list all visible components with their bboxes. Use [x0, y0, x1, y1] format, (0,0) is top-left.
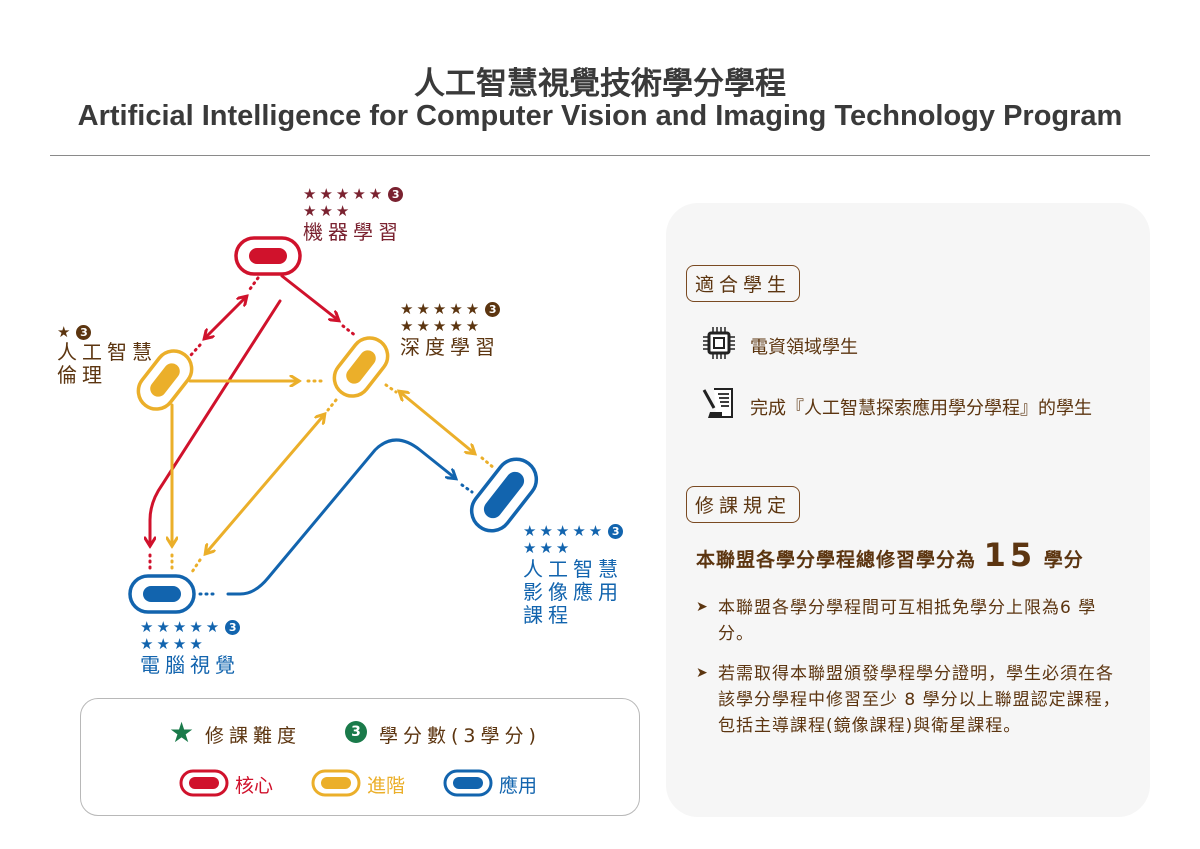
total-credits: 本聯盟各學分學程總修習學分為 15 學分 — [696, 536, 1084, 574]
node-deep-learning — [332, 336, 390, 398]
legend-applied-label: 應用 — [499, 775, 538, 797]
legend: ★ 修課難度 3 學分數(3學分) 核心 進階 應用 — [80, 698, 640, 816]
course-label-cv: ★★★★★3 ★★★★ 電腦視覺 — [140, 618, 241, 677]
arrow-ml-to-dl — [280, 274, 338, 320]
course-name: 倫理 — [57, 363, 107, 388]
difficulty-stars: ★★★★★ — [523, 522, 606, 540]
total-credits-number: 15 — [983, 536, 1037, 574]
course-name: 影像應用 — [523, 579, 623, 604]
course-label-ethics: ★3 人工智慧 倫理 — [57, 323, 157, 388]
difficulty-stars: ★★★★★ — [303, 185, 386, 203]
total-credits-prefix: 本聯盟各學分學程總修習學分為 — [696, 549, 977, 571]
document-pen-icon — [702, 388, 733, 418]
node-ai-imaging — [469, 457, 539, 533]
arrow-ml-ethics — [205, 297, 246, 338]
page-subtitle: Artificial Intelligence for Computer Vis… — [77, 100, 1123, 132]
applied-capsule-icon — [443, 769, 493, 797]
dots — [460, 483, 474, 494]
core-capsule-icon — [179, 769, 229, 797]
credit-badge-icon: 3 — [345, 721, 367, 743]
rules-heading: 修課規定 — [686, 486, 801, 523]
info-panel: 適合學生 電資領域學生 完成『人工智慧探索應用學分學程』的學生 修課規定 本聯盟… — [666, 203, 1150, 817]
course-map — [128, 236, 539, 614]
total-credits-suffix: 學分 — [1043, 549, 1084, 571]
course-label-dl: ★★★★★3 ★★★★★ 深度學習 — [400, 300, 501, 359]
dots — [341, 324, 358, 338]
credit-badge: 3 — [76, 325, 92, 340]
dots — [384, 383, 496, 470]
course-name: 課程 — [523, 602, 573, 627]
difficulty-stars: ★★★★★ — [400, 317, 483, 336]
arrow-dl-cv — [206, 415, 324, 553]
course-name: 機器學習 — [303, 219, 403, 244]
course-label-ml: ★★★★★3 ★★★ 機器學習 — [303, 185, 404, 244]
difficulty-stars: ★★★★★ — [400, 300, 483, 318]
credit-badge: 3 — [225, 620, 241, 635]
credit-badge: 3 — [485, 302, 501, 317]
difficulty-stars: ★★★ — [303, 202, 353, 221]
page-title: 人工智慧視覺技術學分學程 — [414, 66, 786, 102]
bullet-arrow-icon: ➤ — [696, 665, 708, 681]
divider — [50, 155, 1150, 156]
rule-bullet: 若需取得本聯盟頒發學程學分證明，學生必須在各該學分學程中修習至少 8 學分以上聯… — [718, 664, 1121, 736]
legend-credit-label: 學分數(3學分) — [379, 725, 541, 747]
legend-advanced-label: 進階 — [367, 775, 406, 797]
difficulty-stars: ★ — [57, 323, 74, 341]
rule-bullet: 本聯盟各學分學程間可互相抵免學分上限為6 學分。 — [718, 598, 1097, 644]
node-ai-ethics — [136, 349, 194, 411]
credit-badge: 3 — [608, 524, 624, 539]
advanced-capsule-icon — [311, 769, 361, 797]
node-machine-learning — [234, 236, 302, 276]
arrow-cv-to-aiimg — [226, 438, 455, 596]
dots — [189, 276, 260, 357]
course-name: 人工智慧 — [57, 340, 157, 365]
node-computer-vision — [128, 574, 196, 614]
course-name: 電腦視覺 — [140, 652, 240, 677]
chip-icon — [703, 327, 735, 359]
legend-difficulty-label: 修課難度 — [205, 725, 302, 747]
eligible-item: 完成『人工智慧探索應用學分學程』的學生 — [750, 398, 1092, 419]
credit-badge: 3 — [388, 187, 404, 202]
dots — [190, 398, 338, 574]
legend-core-label: 核心 — [235, 775, 274, 797]
eligible-item: 電資領域學生 — [750, 337, 858, 358]
star-icon: ★ — [169, 716, 195, 749]
eligible-heading: 適合學生 — [686, 265, 801, 302]
arrow-dl-aiimg — [400, 392, 474, 453]
arrow-ml-to-cv — [150, 299, 282, 545]
difficulty-stars: ★★★★★ — [140, 618, 223, 636]
difficulty-stars: ★★★ — [523, 539, 573, 558]
difficulty-stars: ★★★★ — [140, 635, 206, 654]
course-name: 人工智慧 — [523, 556, 623, 581]
course-label-ai-imaging: ★★★★★3 ★★★ 人工智慧 影像應用 課程 — [523, 522, 624, 627]
course-name: 深度學習 — [400, 334, 500, 359]
bullet-arrow-icon: ➤ — [696, 599, 708, 615]
